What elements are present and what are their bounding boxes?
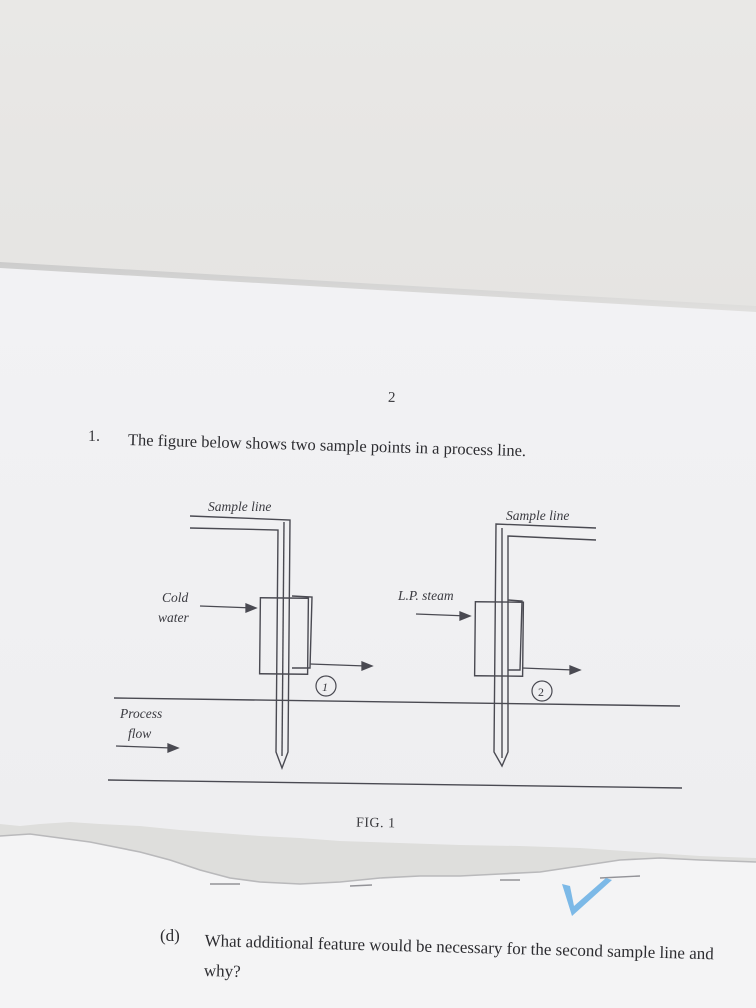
process-flow-label-line2: flow bbox=[128, 726, 151, 741]
sample-line-label-right: Sample line bbox=[506, 508, 569, 523]
cold-water-arrowhead bbox=[245, 603, 258, 613]
left-sample-line-pipe bbox=[189, 515, 291, 770]
steam-arrowhead bbox=[459, 611, 472, 621]
sample-point-1-label: 1 bbox=[322, 680, 328, 694]
sample-line-label-left: Sample line bbox=[208, 499, 271, 514]
second-sheet bbox=[0, 834, 756, 1008]
outlet-arrow-1 bbox=[309, 663, 367, 667]
question-number: 1. bbox=[88, 428, 100, 445]
left-cooling-jacket bbox=[258, 597, 310, 675]
cold-water-label-line2: water bbox=[158, 610, 189, 625]
left-jacket-outlet bbox=[291, 595, 313, 669]
process-flow-arrowhead bbox=[167, 743, 180, 753]
right-jacket-outlet bbox=[507, 599, 523, 671]
right-steam-jacket bbox=[473, 601, 525, 677]
outlet-arrowhead-2 bbox=[569, 665, 582, 675]
torn-fragment-marks bbox=[210, 875, 641, 887]
right-sample-line-pipe bbox=[493, 523, 597, 768]
lp-steam-label: L.P. steam bbox=[397, 588, 454, 603]
outlet-arrowhead-1 bbox=[361, 661, 374, 671]
main-sheet bbox=[0, 268, 756, 858]
process-line-top bbox=[113, 697, 681, 707]
cold-water-label-line1: Cold bbox=[162, 590, 189, 605]
part-d-letter: (d) bbox=[160, 926, 180, 945]
figure-caption: FIG. 1 bbox=[355, 815, 396, 832]
blue-check-mark bbox=[562, 878, 612, 916]
process-flow-arrow bbox=[115, 745, 173, 749]
sample-point-2-label: 2 bbox=[538, 685, 544, 699]
left-sample-line-inner bbox=[281, 521, 285, 757]
process-line-bottom bbox=[107, 779, 683, 789]
torn-edge bbox=[0, 833, 756, 885]
steam-arrow bbox=[415, 613, 469, 617]
process-flow-label-line1: Process bbox=[119, 706, 162, 721]
outlet-arrow-2 bbox=[521, 667, 575, 671]
cold-water-arrow bbox=[199, 605, 255, 609]
sample-point-2-circle bbox=[531, 680, 553, 702]
sample-point-1-circle bbox=[315, 675, 337, 697]
